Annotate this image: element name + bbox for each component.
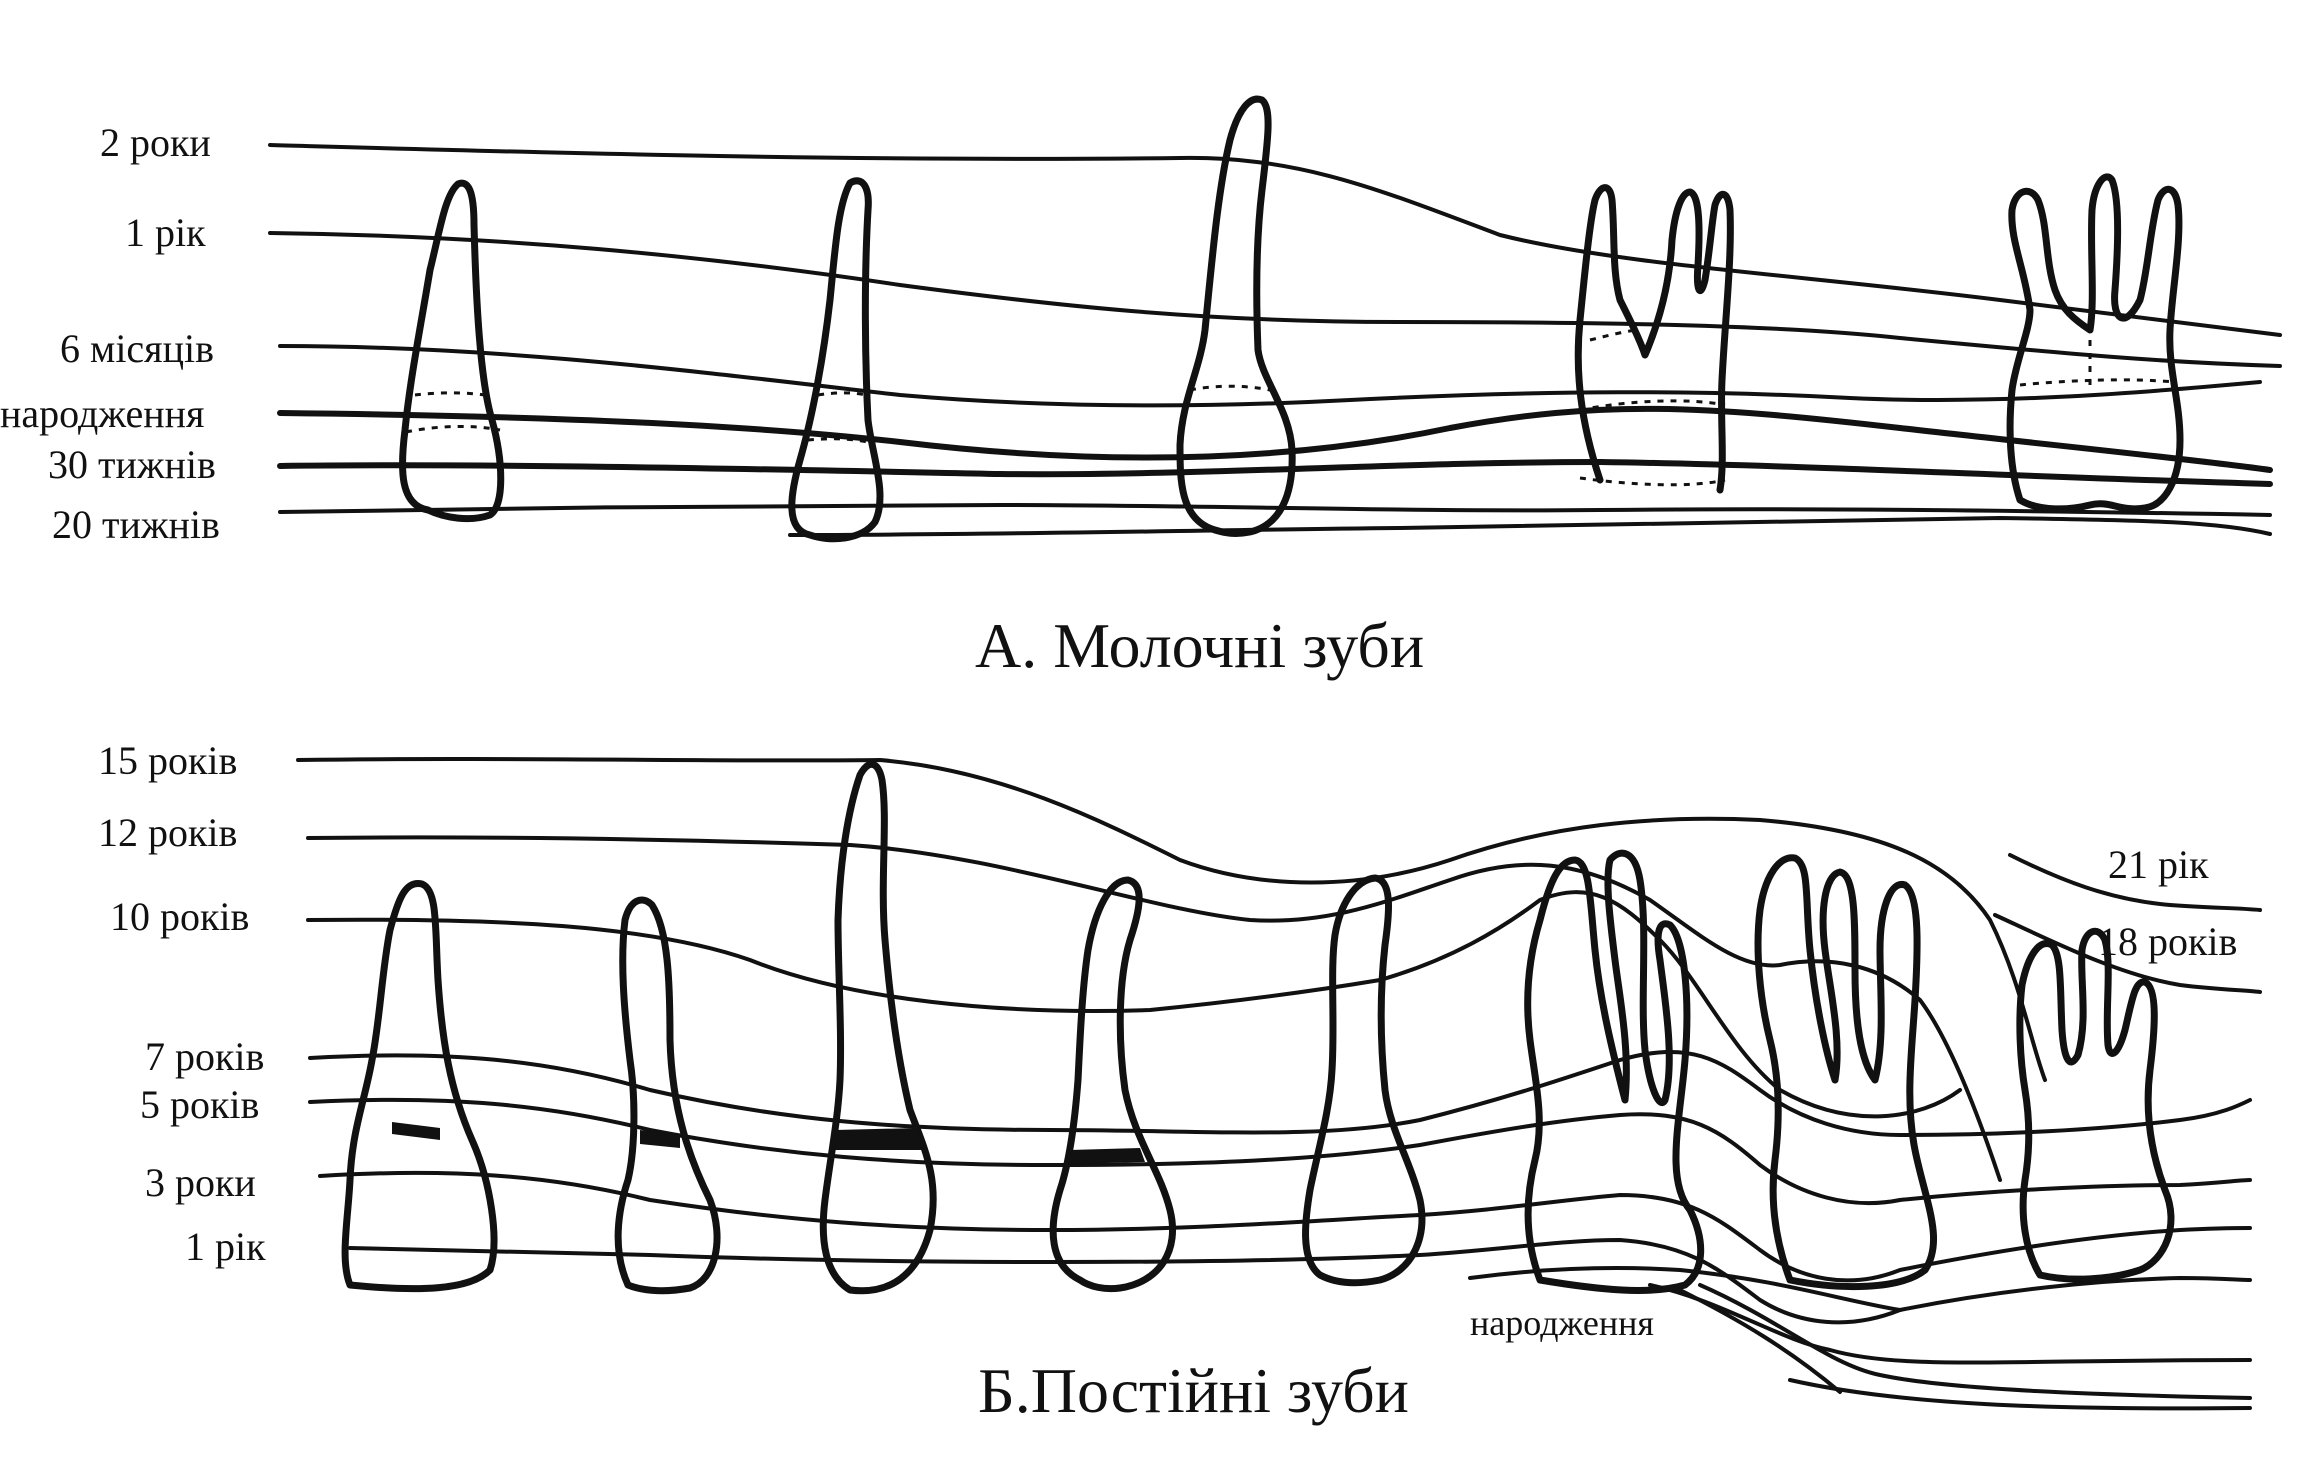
primary-age-label: 2 роки	[100, 120, 211, 165]
permanent-age-label: 15 років	[98, 738, 237, 783]
growth-line-15-years	[296, 757, 2047, 1082]
growth-line-20-weeks-lower	[788, 515, 2272, 537]
primary-age-label: 6 місяців	[60, 326, 214, 371]
primary-teeth-panel: 2 роки 1 рік 6 місяців народження 30 тиж…	[0, 95, 2282, 681]
permanent-tooth-third-molar	[2016, 927, 2175, 1283]
growth-line-6-months	[278, 344, 2262, 408]
permanent-tooth-lateral-incisor	[614, 896, 721, 1295]
permanent-teeth-panel: 15 років 12 років 10 років 7 років 5 рок…	[98, 738, 2262, 1426]
growth-line-2-years	[268, 143, 2282, 337]
permanent-age-label: 12 років	[98, 810, 237, 855]
permanent-age-label: 5 років	[140, 1082, 259, 1127]
permanent-age-label: 1 рік	[185, 1224, 266, 1269]
growth-line-7-years	[308, 1050, 2252, 1138]
permanent-age-label-right: 18 років	[2098, 919, 2237, 964]
growth-line-lower-1	[1468, 1266, 1902, 1312]
birth-note-permanent: народження	[1470, 1303, 1654, 1343]
permanent-tooth-second-molar	[1754, 854, 1938, 1291]
primary-tooth-first-molar	[1574, 184, 1734, 494]
permanent-age-label: 3 роки	[145, 1160, 256, 1205]
growth-line-lower-2	[1648, 1283, 2252, 1365]
growth-line-lower-3	[1698, 1283, 2252, 1400]
primary-age-label: народження	[0, 391, 204, 436]
permanent-tooth-second-premolar	[1302, 874, 1426, 1287]
primary-caption: А. Молочні зуби	[975, 610, 1424, 681]
growth-line-20-weeks	[278, 502, 2272, 517]
primary-age-label: 20 тижнів	[52, 502, 220, 547]
permanent-age-label: 7 років	[145, 1034, 264, 1079]
primary-age-label: 1 рік	[125, 210, 206, 255]
permanent-tooth-central-incisor	[341, 880, 498, 1293]
growth-line-birth	[277, 405, 2273, 473]
permanent-age-label-right: 21 рік	[2108, 842, 2209, 887]
growth-line-birth-permanent	[1678, 1288, 1842, 1394]
primary-tooth-central-incisor	[398, 179, 505, 523]
growth-line-21-years	[2008, 853, 2262, 912]
growth-line-30-weeks	[277, 458, 2273, 487]
permanent-caption: Б.Постійні зуби	[978, 1355, 1409, 1426]
primary-tooth-second-molar	[2006, 173, 2184, 513]
primary-tooth-canine	[1176, 95, 1296, 537]
primary-tooth-lateral-incisor	[788, 177, 884, 543]
primary-age-label: 30 тижнів	[48, 442, 216, 487]
growth-line-lower-4	[1788, 1378, 2252, 1411]
permanent-tooth-first-molar	[1524, 849, 1705, 1294]
permanent-tooth-first-premolar	[1049, 876, 1177, 1293]
growth-line-18-years	[1993, 913, 2262, 994]
growth-line-1-year	[348, 1237, 2252, 1325]
growth-line-1-year	[268, 231, 2282, 368]
permanent-tooth-canine	[819, 760, 937, 1295]
growth-line-3-years	[318, 1170, 2252, 1283]
permanent-age-label: 10 років	[110, 894, 249, 939]
